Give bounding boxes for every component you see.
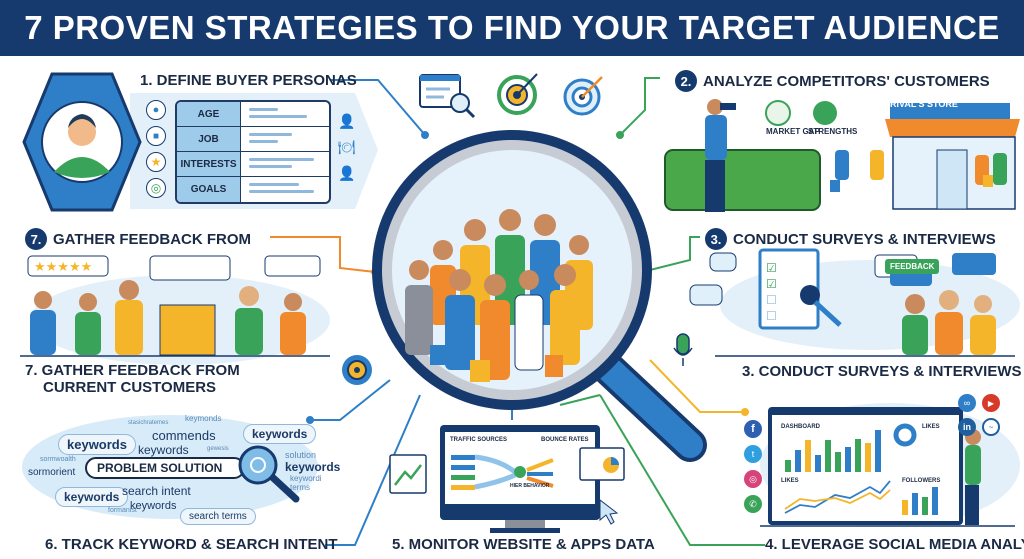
keyword-tag: keymonds: [185, 414, 222, 423]
svg-text:☑: ☑: [766, 277, 777, 291]
header-banner: 7 PROVEN STRATEGIES TO FIND YOUR TARGET …: [0, 0, 1024, 56]
magnifying-glass-crowd: [372, 130, 707, 462]
keyword-tag: search terms: [180, 508, 256, 525]
link-icon[interactable]: ∞: [958, 394, 976, 412]
keyword-tag: stasichratemes: [128, 420, 169, 426]
svg-text:★★★★★: ★★★★★: [34, 259, 92, 274]
search-icon: [238, 445, 300, 503]
competitor-scene: [664, 99, 1020, 212]
page-title: 7 PROVEN STRATEGIES TO FIND YOUR TARGET …: [24, 9, 1000, 46]
star-icon: ★: [146, 152, 166, 172]
keyword-tag: keywordi terms: [290, 474, 322, 492]
market-gap-badge-label: MARKET GAP: [766, 127, 820, 136]
persona-table: AGE JOB INTERESTS GOALS: [175, 100, 331, 204]
step-number-badge: 2.: [675, 70, 697, 92]
field-label: JOB: [177, 127, 241, 151]
briefcase-icon: ■: [146, 126, 166, 146]
linkedin-icon[interactable]: in: [958, 418, 976, 436]
bullseye-icon: [497, 73, 538, 115]
strategy-4-caption: 4. LEVERAGE SOCIAL MEDIA ANALYTICS: [765, 536, 1024, 553]
bounce-rates-label: BOUNCE RATES: [541, 437, 589, 443]
likes-panel-label: LIKES: [922, 424, 940, 430]
keyword-tag: keywords: [55, 487, 129, 507]
step-number-badge: 3.: [705, 228, 727, 250]
followers-panel-label: FOLLOWERS: [902, 478, 941, 484]
keyword-tag: sormwoalth: [40, 456, 76, 463]
strategy-7-title: 7. GATHER FEEDBACK FROM: [25, 228, 251, 250]
strategy-2-title-text: ANALYZE COMPETITORS' CUSTOMERS: [703, 72, 990, 90]
likes-chart-label: LIKES: [781, 478, 799, 484]
caption-line: 7. GATHER FEEDBACK FROM: [25, 362, 240, 379]
keyword-tag: keywords: [58, 434, 136, 455]
field-label: AGE: [177, 102, 241, 126]
keyword-tag: formanist: [108, 507, 137, 514]
twitter-icon[interactable]: t: [744, 445, 762, 463]
user-behavior-label: HIER BEHAVIOR: [510, 483, 550, 489]
survey-scene: ☑ ☑ ☐ ☐: [689, 248, 1020, 357]
strategy-3-title: 3. CONDUCT SURVEYS & INTERVIEWS: [705, 228, 996, 250]
social-icons-right: ∞ ▶ in ~: [958, 394, 1000, 436]
youtube-icon[interactable]: ▶: [982, 394, 1000, 412]
keyword-tag: keywords: [285, 460, 341, 474]
keyword-tag: search intent: [122, 484, 191, 498]
strategy-7-caption: 7. GATHER FEEDBACK FROM CURRENT CUSTOMER…: [25, 362, 240, 396]
svg-text:☐: ☐: [766, 293, 777, 307]
social-icons-left: f t ◎ ✆: [744, 420, 762, 513]
strategy-3-title-text: CONDUCT SURVEYS & INTERVIEWS: [733, 230, 996, 248]
target-icon: ◎: [146, 178, 166, 198]
keyword-tag: solution: [285, 450, 317, 460]
persona-hexagon-avatar: [22, 72, 142, 212]
caption-line: CURRENT CUSTOMERS: [43, 379, 217, 396]
mini-bullseye-icon: [342, 355, 372, 385]
strategy-7-title-text: GATHER FEEDBACK FROM: [53, 230, 252, 248]
field-label: GOALS: [177, 177, 241, 202]
strategy-1-title: 1. DEFINE BUYER PERSONAS: [140, 72, 357, 89]
keyword-tag: keywords: [243, 424, 317, 444]
facebook-icon[interactable]: f: [744, 420, 762, 438]
store-sign: RIVAL'S STORE: [890, 99, 958, 109]
messenger-icon[interactable]: ~: [982, 418, 1000, 436]
feedback-scene: ★★★★★: [20, 255, 330, 365]
strategy-6-caption: 6. TRACK KEYWORD & SEARCH INTENT: [45, 536, 338, 553]
analytics-search-icon: [419, 74, 476, 119]
bar-chart-dashboard: [785, 430, 881, 472]
strategy-3-caption: 3. CONDUCT SURVEYS & INTERVIEWS: [742, 363, 1022, 380]
persona-row-interests: INTERESTS: [177, 152, 329, 177]
website-monitor: [389, 425, 625, 533]
social-dashboard: [760, 403, 1020, 527]
svg-text:☐: ☐: [766, 309, 777, 323]
persona-row-age: AGE: [177, 102, 329, 127]
strengths-badge-label: STRENGTHS: [808, 127, 858, 136]
step-number-badge: 7.: [25, 228, 47, 250]
whatsapp-icon[interactable]: ✆: [744, 495, 762, 513]
strategy-2-title: 2. ANALYZE COMPETITORS' CUSTOMERS: [675, 70, 990, 92]
field-label: INTERESTS: [177, 152, 241, 176]
persona-row-goals: GOALS: [177, 177, 329, 202]
traffic-sources-label: TRAFFIC SOURCES: [450, 437, 507, 443]
persona-side-icons: 👤🍽👤: [338, 113, 356, 181]
keyword-tag: keywords: [130, 500, 177, 512]
keyword-tag: gewesis: [207, 446, 229, 452]
persona-icon-column: ● ■ ★ ◎: [146, 100, 166, 198]
person-icon: ●: [146, 100, 166, 120]
dashboard-panel-label: DASHBOARD: [781, 424, 820, 430]
feedback-bubble: FEEDBACK: [885, 259, 940, 274]
strategy-5-caption: 5. MONITOR WEBSITE & APPS DATA: [392, 536, 655, 553]
keyword-tag: sormorient: [28, 467, 76, 478]
persona-row-job: JOB: [177, 127, 329, 152]
search-box: PROBLEM SOLUTION: [85, 457, 245, 479]
microphone-icon: [673, 333, 693, 366]
instagram-icon[interactable]: ◎: [744, 470, 762, 488]
svg-text:☑: ☑: [766, 261, 777, 275]
keyword-tag: commends: [152, 428, 216, 443]
keyword-tag: keywords: [138, 443, 189, 457]
target-arrow-icon: [563, 76, 603, 116]
crowd-people: [405, 209, 593, 382]
